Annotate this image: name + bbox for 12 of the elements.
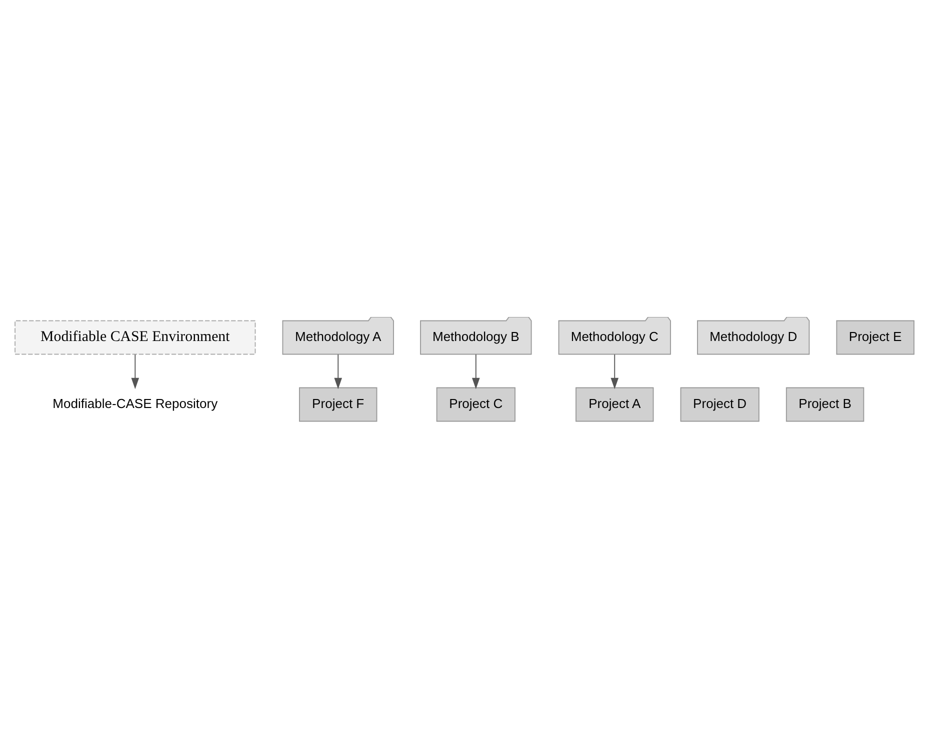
arrow (131, 354, 140, 390)
arrow (334, 354, 342, 390)
node-box: Project B (786, 387, 864, 422)
node-box: Project C (436, 387, 516, 422)
arrow (472, 354, 480, 390)
node-box: Project E (836, 320, 914, 355)
node-box: Modifiable CASE Environment (14, 320, 256, 355)
node-text: Modifiable-CASE Repository (52, 396, 218, 411)
arrow (610, 354, 619, 390)
node-box: Project F (299, 387, 378, 422)
node-box: Project A (576, 387, 654, 422)
node-box: Project D (680, 387, 760, 422)
